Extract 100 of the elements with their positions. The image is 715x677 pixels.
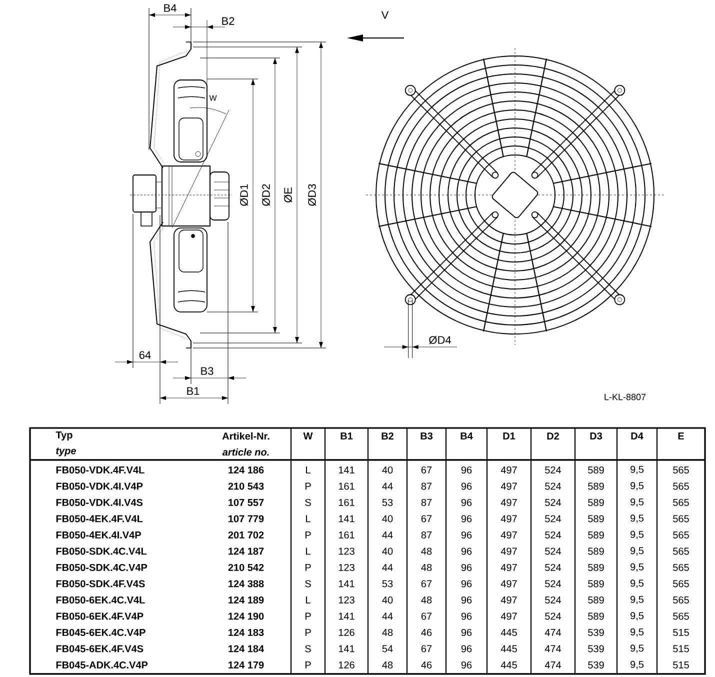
table-value: 524 — [545, 531, 562, 539]
table-value: 524 — [545, 564, 562, 572]
table-value: 565 — [673, 498, 689, 506]
table-value: 539 — [588, 628, 604, 636]
table-value: P — [305, 482, 311, 490]
table-value: 161 — [338, 482, 354, 490]
table-value: 161 — [338, 498, 354, 506]
table-value: 54 — [382, 645, 393, 652]
table-value: L — [306, 515, 310, 522]
table-value: 515 — [673, 662, 689, 668]
table-value: 515 — [673, 629, 689, 636]
table-value: 589 — [588, 515, 604, 522]
table-value: 161 — [338, 531, 354, 539]
drawing-number: L-KL-8807 — [604, 394, 646, 400]
table-value: 87 — [421, 498, 432, 506]
dimension-label: B1 — [187, 387, 200, 395]
table-value: 48 — [382, 661, 393, 669]
table-value: 565 — [673, 531, 689, 539]
type-code: FB050-6EK.4C.V4L — [56, 596, 145, 604]
table-value: L — [306, 596, 310, 604]
table-value: 96 — [461, 612, 472, 620]
table-value: 497 — [500, 548, 517, 555]
table-value: 497 — [500, 564, 517, 572]
article-number: 124 189 — [228, 596, 264, 604]
column-header: E — [678, 432, 684, 440]
table-value: 497 — [500, 580, 517, 588]
column-header: D2 — [547, 432, 559, 440]
table-value: 9,5 — [630, 596, 644, 604]
table-value: 589 — [588, 498, 604, 506]
table-value: 565 — [673, 580, 689, 588]
table-value: 565 — [673, 466, 689, 474]
table-value: 40 — [382, 596, 393, 604]
dimension-label: ØD1 — [240, 184, 248, 206]
table-value: 141 — [338, 466, 354, 474]
table-value: 497 — [500, 482, 517, 490]
table-value: 497 — [500, 466, 517, 474]
table-value: 9,5 — [630, 547, 644, 556]
table-value: 474 — [544, 629, 562, 636]
type-code: FB050-VDK.4I.V4S — [56, 498, 143, 506]
type-code: FB045-ADK.4C.V4P — [56, 661, 148, 669]
table-value: 141 — [338, 645, 354, 652]
article-number: 124 184 — [228, 645, 264, 652]
table-value: 96 — [461, 596, 472, 604]
table-value: 40 — [382, 466, 393, 474]
table-value: 497 — [500, 531, 517, 539]
column-header: B4 — [460, 432, 473, 440]
table-value: 141 — [338, 612, 354, 620]
table-value: 96 — [461, 498, 472, 506]
column-header: type — [56, 448, 76, 456]
dimension-label: W — [209, 95, 217, 101]
article-number: 124 179 — [228, 661, 264, 669]
table-value: 589 — [588, 580, 604, 588]
table-value: P — [305, 662, 311, 668]
table-value: 9,5 — [630, 482, 644, 490]
table-value: P — [305, 564, 311, 571]
table-value: 445 — [500, 629, 517, 636]
table-value: 53 — [382, 580, 393, 588]
table-value: 524 — [545, 580, 562, 588]
table-value: 96 — [461, 482, 472, 490]
article-number: 107 557 — [228, 498, 264, 506]
column-header: B3 — [420, 432, 433, 440]
table-value: P — [305, 612, 311, 620]
column-header: W — [303, 432, 313, 440]
table-value: 565 — [673, 612, 689, 620]
type-code: FB045-6EK.4C.V4P — [56, 628, 146, 636]
table-value: 539 — [588, 645, 604, 652]
type-code: FB050-4EK.4F.V4L — [56, 515, 143, 522]
column-header: Artikel-Nr. — [222, 432, 270, 440]
table-value: 87 — [421, 482, 432, 490]
article-number: 124 388 — [228, 580, 264, 588]
table-value: 123 — [338, 596, 354, 604]
table-value: S — [305, 645, 311, 652]
table-value: 445 — [500, 662, 517, 668]
table-value: L — [306, 548, 310, 555]
table-value: 96 — [461, 580, 472, 588]
table-value: 40 — [382, 548, 393, 555]
article-number: 124 190 — [228, 612, 264, 620]
table-value: 9,5 — [630, 644, 644, 653]
table-value: 565 — [673, 596, 689, 604]
table-value: 44 — [382, 612, 393, 620]
type-code: FB050-SDK.4C.V4L — [56, 548, 147, 555]
table-value: 497 — [500, 515, 517, 522]
table-value: 497 — [500, 596, 517, 604]
dimension-label: B3 — [201, 367, 214, 375]
table-value: 589 — [588, 531, 604, 539]
table-value: 96 — [461, 548, 472, 555]
article-number: 124 187 — [228, 548, 264, 555]
type-code: FB050-VDK.4I.V4P — [56, 482, 143, 490]
table-value: 9,5 — [630, 580, 644, 588]
column-header: article no. — [222, 448, 269, 456]
table-value: 123 — [338, 548, 354, 555]
table-value: 48 — [382, 628, 393, 636]
table-value: 96 — [461, 661, 472, 669]
column-header: D1 — [503, 432, 516, 440]
table-value: 96 — [461, 515, 472, 522]
article-number: 210 542 — [228, 564, 264, 572]
view-label: V — [381, 11, 389, 19]
table-value: P — [305, 532, 311, 538]
dimension-label: ØD4 — [429, 336, 451, 344]
table-value: 515 — [673, 645, 689, 652]
